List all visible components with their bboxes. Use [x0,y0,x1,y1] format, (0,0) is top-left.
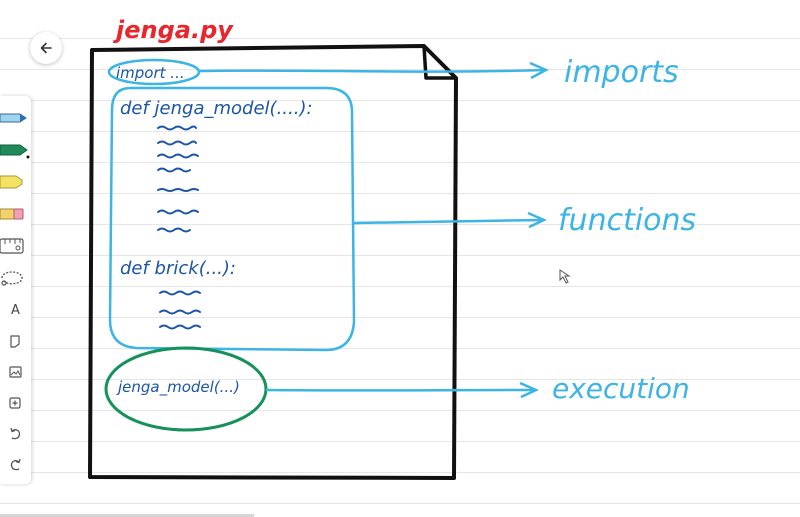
functions-arrow [353,218,544,225]
marker-tool[interactable] [0,136,31,164]
lasso-icon [1,271,23,286]
cursor-icon [559,269,571,284]
imports-arrow [199,68,546,73]
import-line: import ... [116,64,185,82]
undo-button[interactable] [0,420,31,448]
add-tool[interactable] [0,389,31,417]
shape-icon [10,335,20,348]
functions-box [108,86,356,352]
lasso-tool[interactable] [0,264,31,292]
def-model-line: def jenga_model(....): [120,98,313,119]
tool-palette: A [0,96,31,484]
file-title: jenga.py [112,16,234,44]
add-icon [9,397,21,409]
file-outline [88,44,458,480]
redo-icon [10,458,21,471]
undo-icon [10,427,21,440]
def-brick-line: def brick(...): [120,258,236,279]
arrow-left-icon [40,42,52,54]
text-icon: A [11,302,20,318]
functions-arrow-head [527,211,548,229]
redo-button[interactable] [0,451,31,479]
model-body-scribbles [157,125,199,233]
shape-tool[interactable] [0,327,31,355]
call-line: jenga_model(...) [116,378,240,397]
image-tool[interactable] [0,358,31,386]
highlighter-tool[interactable] [0,168,31,196]
text-tool[interactable]: A [0,296,31,324]
highlighter-icon [0,175,23,189]
execution-arrow-head [519,381,540,399]
imports-label: imports [564,55,679,90]
pen-icon [0,113,27,123]
image-icon [9,366,22,378]
eraser-tool[interactable] [0,200,31,228]
bottom-scroll-indicator [0,514,254,517]
pen-tool[interactable] [0,104,31,132]
functions-label: functions [558,203,696,238]
ruler-icon [0,238,24,254]
import-bubble [107,58,201,86]
brick-body-scribbles [159,290,201,330]
file-corner-fold [422,45,456,80]
imports-arrow-head [529,61,549,80]
marker-icon [0,144,30,159]
ruler-tool[interactable] [0,232,31,260]
execution-label: execution [552,372,690,405]
eraser-icon [0,208,24,220]
back-button[interactable] [30,32,62,64]
execution-bubble [104,346,268,432]
